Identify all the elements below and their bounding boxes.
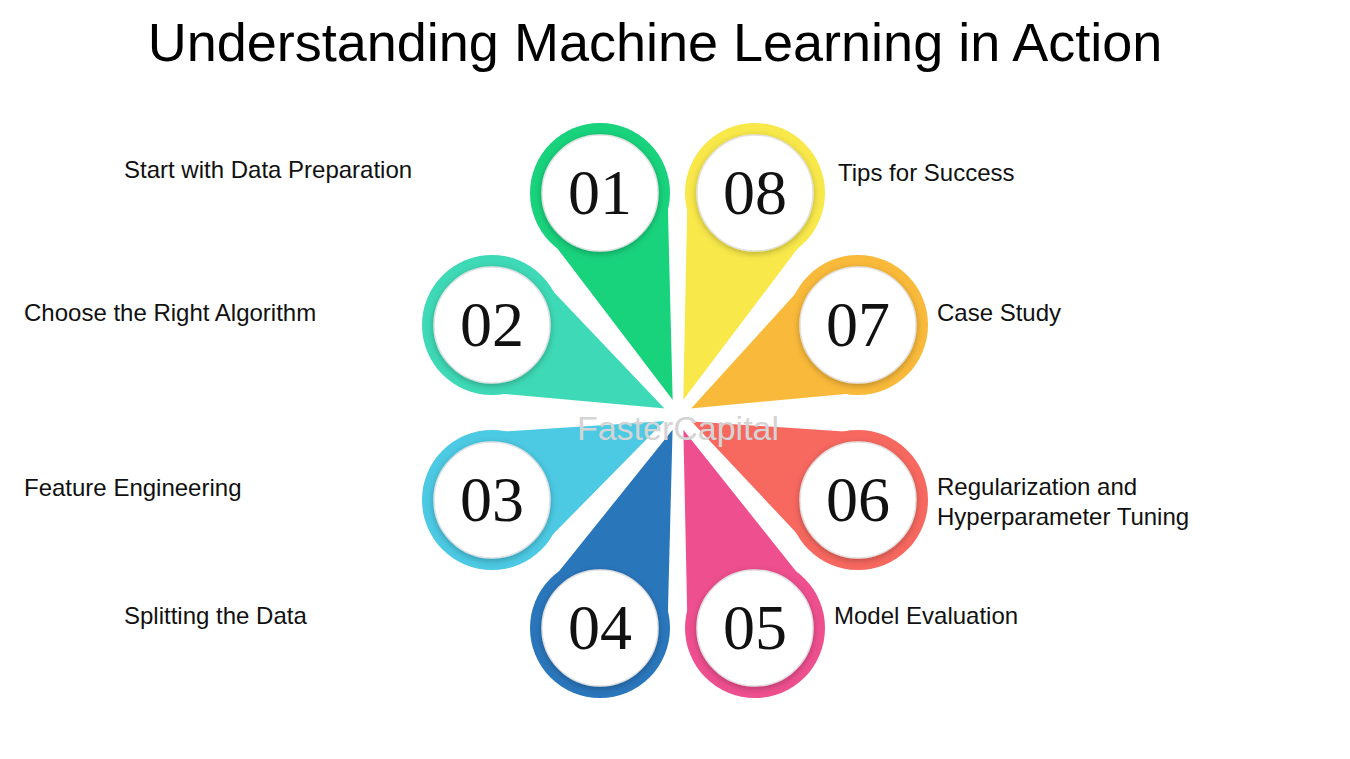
- petal-circle: 01Start with Data Preparation: [530, 123, 670, 263]
- petal-ring: [422, 430, 562, 570]
- diagram-title: Understanding Machine Learning in Action: [0, 10, 1310, 75]
- petal-circle: 04Splitting the Data: [530, 558, 670, 698]
- step-number: 08: [723, 161, 787, 225]
- petal-circle: 05Model Evaluation: [685, 558, 825, 698]
- petal-ring: [422, 255, 562, 395]
- step-number: 03: [460, 468, 524, 532]
- petal-ring: [530, 123, 670, 263]
- petal-circle: 02Choose the Right Algorithm: [422, 255, 562, 395]
- inner-disc: [697, 135, 813, 251]
- step-number: 04: [568, 596, 632, 660]
- inner-disc: [434, 442, 550, 558]
- petal-ring: [788, 430, 928, 570]
- inner-disc: [697, 570, 813, 686]
- petal-ring: [685, 123, 825, 263]
- petal-ring: [788, 255, 928, 395]
- step-number: 05: [723, 596, 787, 660]
- step-number: 02: [460, 293, 524, 357]
- step-number: 01: [568, 161, 632, 225]
- inner-disc: [542, 135, 658, 251]
- inner-disc: [800, 442, 916, 558]
- step-number: 06: [826, 468, 890, 532]
- inner-disc: [800, 267, 916, 383]
- watermark: FasterCapital: [577, 409, 779, 448]
- step-label: Case Study: [937, 298, 1061, 328]
- petal-circle: 03Feature Engineering: [422, 430, 562, 570]
- petal-circle: 08Tips for Success: [685, 123, 825, 263]
- petal-wedge: [422, 255, 671, 412]
- inner-disc: [434, 267, 550, 383]
- step-label: Regularization and Hyperparameter Tuning: [937, 472, 1237, 532]
- step-label: Choose the Right Algorithm: [24, 298, 316, 328]
- petal-ring: [685, 558, 825, 698]
- inner-disc: [542, 570, 658, 686]
- step-label: Splitting the Data: [124, 601, 307, 631]
- step-label: Tips for Success: [838, 158, 1015, 188]
- step-number: 07: [826, 293, 890, 357]
- step-label: Feature Engineering: [24, 473, 241, 503]
- petal-ring: [530, 558, 670, 698]
- step-label: Model Evaluation: [834, 601, 1018, 631]
- step-label: Start with Data Preparation: [124, 155, 412, 185]
- petal-circle: 07Case Study: [788, 255, 928, 395]
- petal-circle: 06Regularization and Hyperparameter Tuni…: [788, 430, 928, 570]
